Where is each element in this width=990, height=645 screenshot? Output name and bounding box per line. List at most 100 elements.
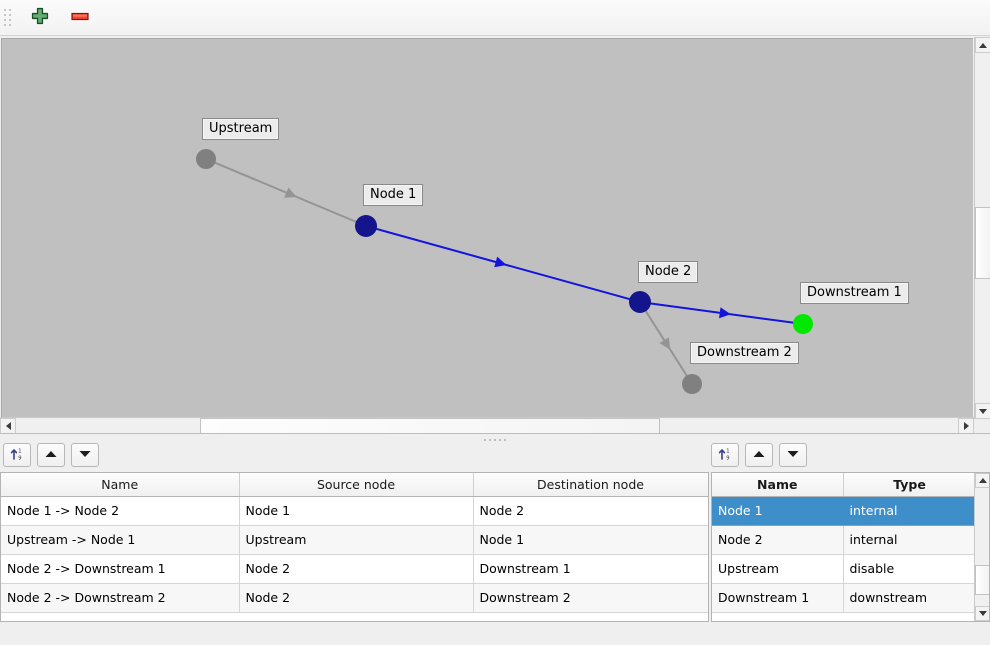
table-cell[interactable]: disable [843, 554, 977, 584]
graph-edge-arrowhead [659, 337, 671, 350]
column-header-destination-node[interactable]: Destination node [473, 473, 708, 497]
table-cell[interactable]: Node 2 -> Downstream 2 [1, 583, 240, 613]
scroll-up-button[interactable] [975, 37, 990, 53]
edges-move-up-button[interactable] [37, 443, 65, 467]
graph-node-node1[interactable] [355, 215, 377, 237]
graph-node-label-upstream[interactable]: Upstream [202, 118, 280, 140]
column-header-name[interactable]: Name [1, 473, 240, 497]
table-cell[interactable]: Upstream -> Node 1 [1, 525, 240, 555]
graph-node-label-downstream2[interactable]: Downstream 2 [690, 342, 799, 364]
nodes-table-vscroll-thumb[interactable] [975, 565, 989, 595]
table-cell[interactable]: Downstream 2 [473, 583, 708, 613]
table-cell[interactable]: internal [843, 525, 977, 555]
table-cell[interactable]: Upstream [712, 554, 844, 584]
edges-sort-button[interactable]: 1 9 [3, 443, 31, 467]
triangle-up-icon [978, 478, 987, 483]
edges-toolbar: 1 9 [3, 443, 99, 467]
table-cell[interactable]: Node 2 -> Downstream 1 [1, 554, 240, 584]
column-header-source-node[interactable]: Source node [239, 473, 474, 497]
table-cell[interactable]: Node 1 -> Node 2 [1, 496, 240, 526]
graph-node-label-node2[interactable]: Node 2 [638, 261, 699, 283]
column-header-type[interactable]: Type [843, 473, 977, 497]
triangle-up-icon [979, 42, 987, 48]
table-cell[interactable]: Downstream 1 [473, 554, 708, 584]
table-cell[interactable]: Node 2 [239, 554, 474, 584]
table-cell[interactable]: Node 2 [473, 496, 708, 526]
graph-hscroll-thumb[interactable] [200, 418, 660, 434]
table-cell[interactable]: Node 1 [712, 496, 844, 526]
graph-edges-layer [196, 149, 813, 394]
scroll-down-button[interactable] [975, 606, 989, 621]
graph-node-node2[interactable] [629, 291, 651, 313]
remove-button[interactable] [65, 4, 95, 32]
table-cell[interactable]: Node 2 [712, 525, 844, 555]
triangle-down-icon [786, 448, 800, 462]
table-cell[interactable]: Downstream 1 [712, 583, 844, 613]
triangle-right-icon [963, 422, 969, 430]
splitter-line [0, 433, 990, 434]
graph-edge-arrowhead [719, 307, 731, 319]
svg-text:1: 1 [726, 448, 729, 454]
graph-edge[interactable] [213, 161, 358, 224]
add-button[interactable] [25, 4, 55, 32]
scroll-down-button[interactable] [975, 403, 990, 419]
horizontal-splitter[interactable] [0, 433, 990, 445]
graph-node-label-downstream1[interactable]: Downstream 1 [800, 282, 909, 304]
graph-node-upstream[interactable] [196, 149, 216, 169]
table-cell[interactable]: Node 1 [239, 496, 474, 526]
svg-text:9: 9 [18, 455, 21, 461]
table-cell[interactable]: Node 1 [473, 525, 708, 555]
scroll-right-button[interactable] [958, 418, 974, 434]
table-cell[interactable]: internal [843, 496, 977, 526]
scroll-up-button[interactable] [975, 473, 989, 488]
table-cell[interactable]: Node 2 [239, 583, 474, 613]
triangle-left-icon [5, 422, 11, 430]
graph-node-downstream1[interactable] [793, 314, 813, 334]
edges-move-down-button[interactable] [71, 443, 99, 467]
sort-ascending-icon: 1 9 [717, 446, 733, 465]
graph-horizontal-scrollbar[interactable] [0, 417, 974, 434]
triangle-up-icon [752, 448, 766, 462]
svg-text:1: 1 [18, 448, 21, 454]
nodes-table-vertical-scrollbar[interactable] [974, 473, 989, 621]
graph-edge-arrowhead [494, 256, 507, 268]
splitter-grip[interactable] [484, 439, 506, 441]
graph-node-downstream2[interactable] [682, 374, 702, 394]
triangle-down-icon [979, 408, 987, 414]
column-header-name[interactable]: Name [712, 473, 844, 497]
graph-vscroll-thumb[interactable] [975, 207, 990, 279]
scroll-left-button[interactable] [0, 418, 16, 434]
table-cell[interactable]: Upstream [239, 525, 474, 555]
graph-vertical-scrollbar[interactable] [974, 37, 990, 419]
main-toolbar [0, 0, 990, 36]
svg-text:9: 9 [726, 455, 729, 461]
nodes-move-up-button[interactable] [745, 443, 773, 467]
triangle-up-icon [44, 448, 58, 462]
table-cell[interactable]: downstream [843, 583, 977, 613]
graph-node-label-node1[interactable]: Node 1 [363, 184, 424, 206]
nodes-move-down-button[interactable] [779, 443, 807, 467]
nodes-sort-button[interactable]: 1 9 [711, 443, 739, 467]
triangle-down-icon [78, 448, 92, 462]
sort-ascending-icon: 1 9 [9, 446, 25, 465]
toolbar-drag-grip[interactable] [3, 7, 13, 29]
triangle-down-icon [978, 611, 987, 616]
